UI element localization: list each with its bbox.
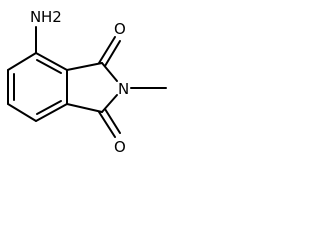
ring-double-bond-inner-bottom	[36, 100, 62, 115]
carbonyl-bonds	[98, 36, 121, 138]
ring-bond-c7-c7a	[35, 103, 68, 122]
carbonyl-bottom-bond-a	[98, 111, 116, 138]
imide-nitrogen-label: N	[118, 80, 129, 98]
bond-c3a-c1	[66, 62, 103, 71]
ring-double-bond-inner-top	[36, 59, 62, 74]
amino-n-label: N	[30, 8, 41, 26]
amino-h2-label: H2	[41, 8, 62, 26]
benzene-ring	[7, 52, 68, 122]
carbonyl-bottom-oxygen-label: O	[114, 138, 126, 156]
ring-bond-c4-c5	[7, 52, 37, 71]
carbonyl-bottom-bond-b	[104, 108, 121, 134]
bond-c3-c7a	[66, 103, 103, 113]
ring-bond-c6-c7	[7, 103, 37, 122]
carbonyl-top-oxygen-label: O	[114, 20, 126, 38]
carbonyl-top-bond-b	[104, 40, 121, 67]
imide-ring	[66, 62, 118, 113]
chemical-structure-diagram: N H2 O N O	[7, 8, 167, 156]
carbonyl-top-bond-a	[98, 36, 116, 64]
ring-bond-c3-c4	[35, 52, 68, 71]
